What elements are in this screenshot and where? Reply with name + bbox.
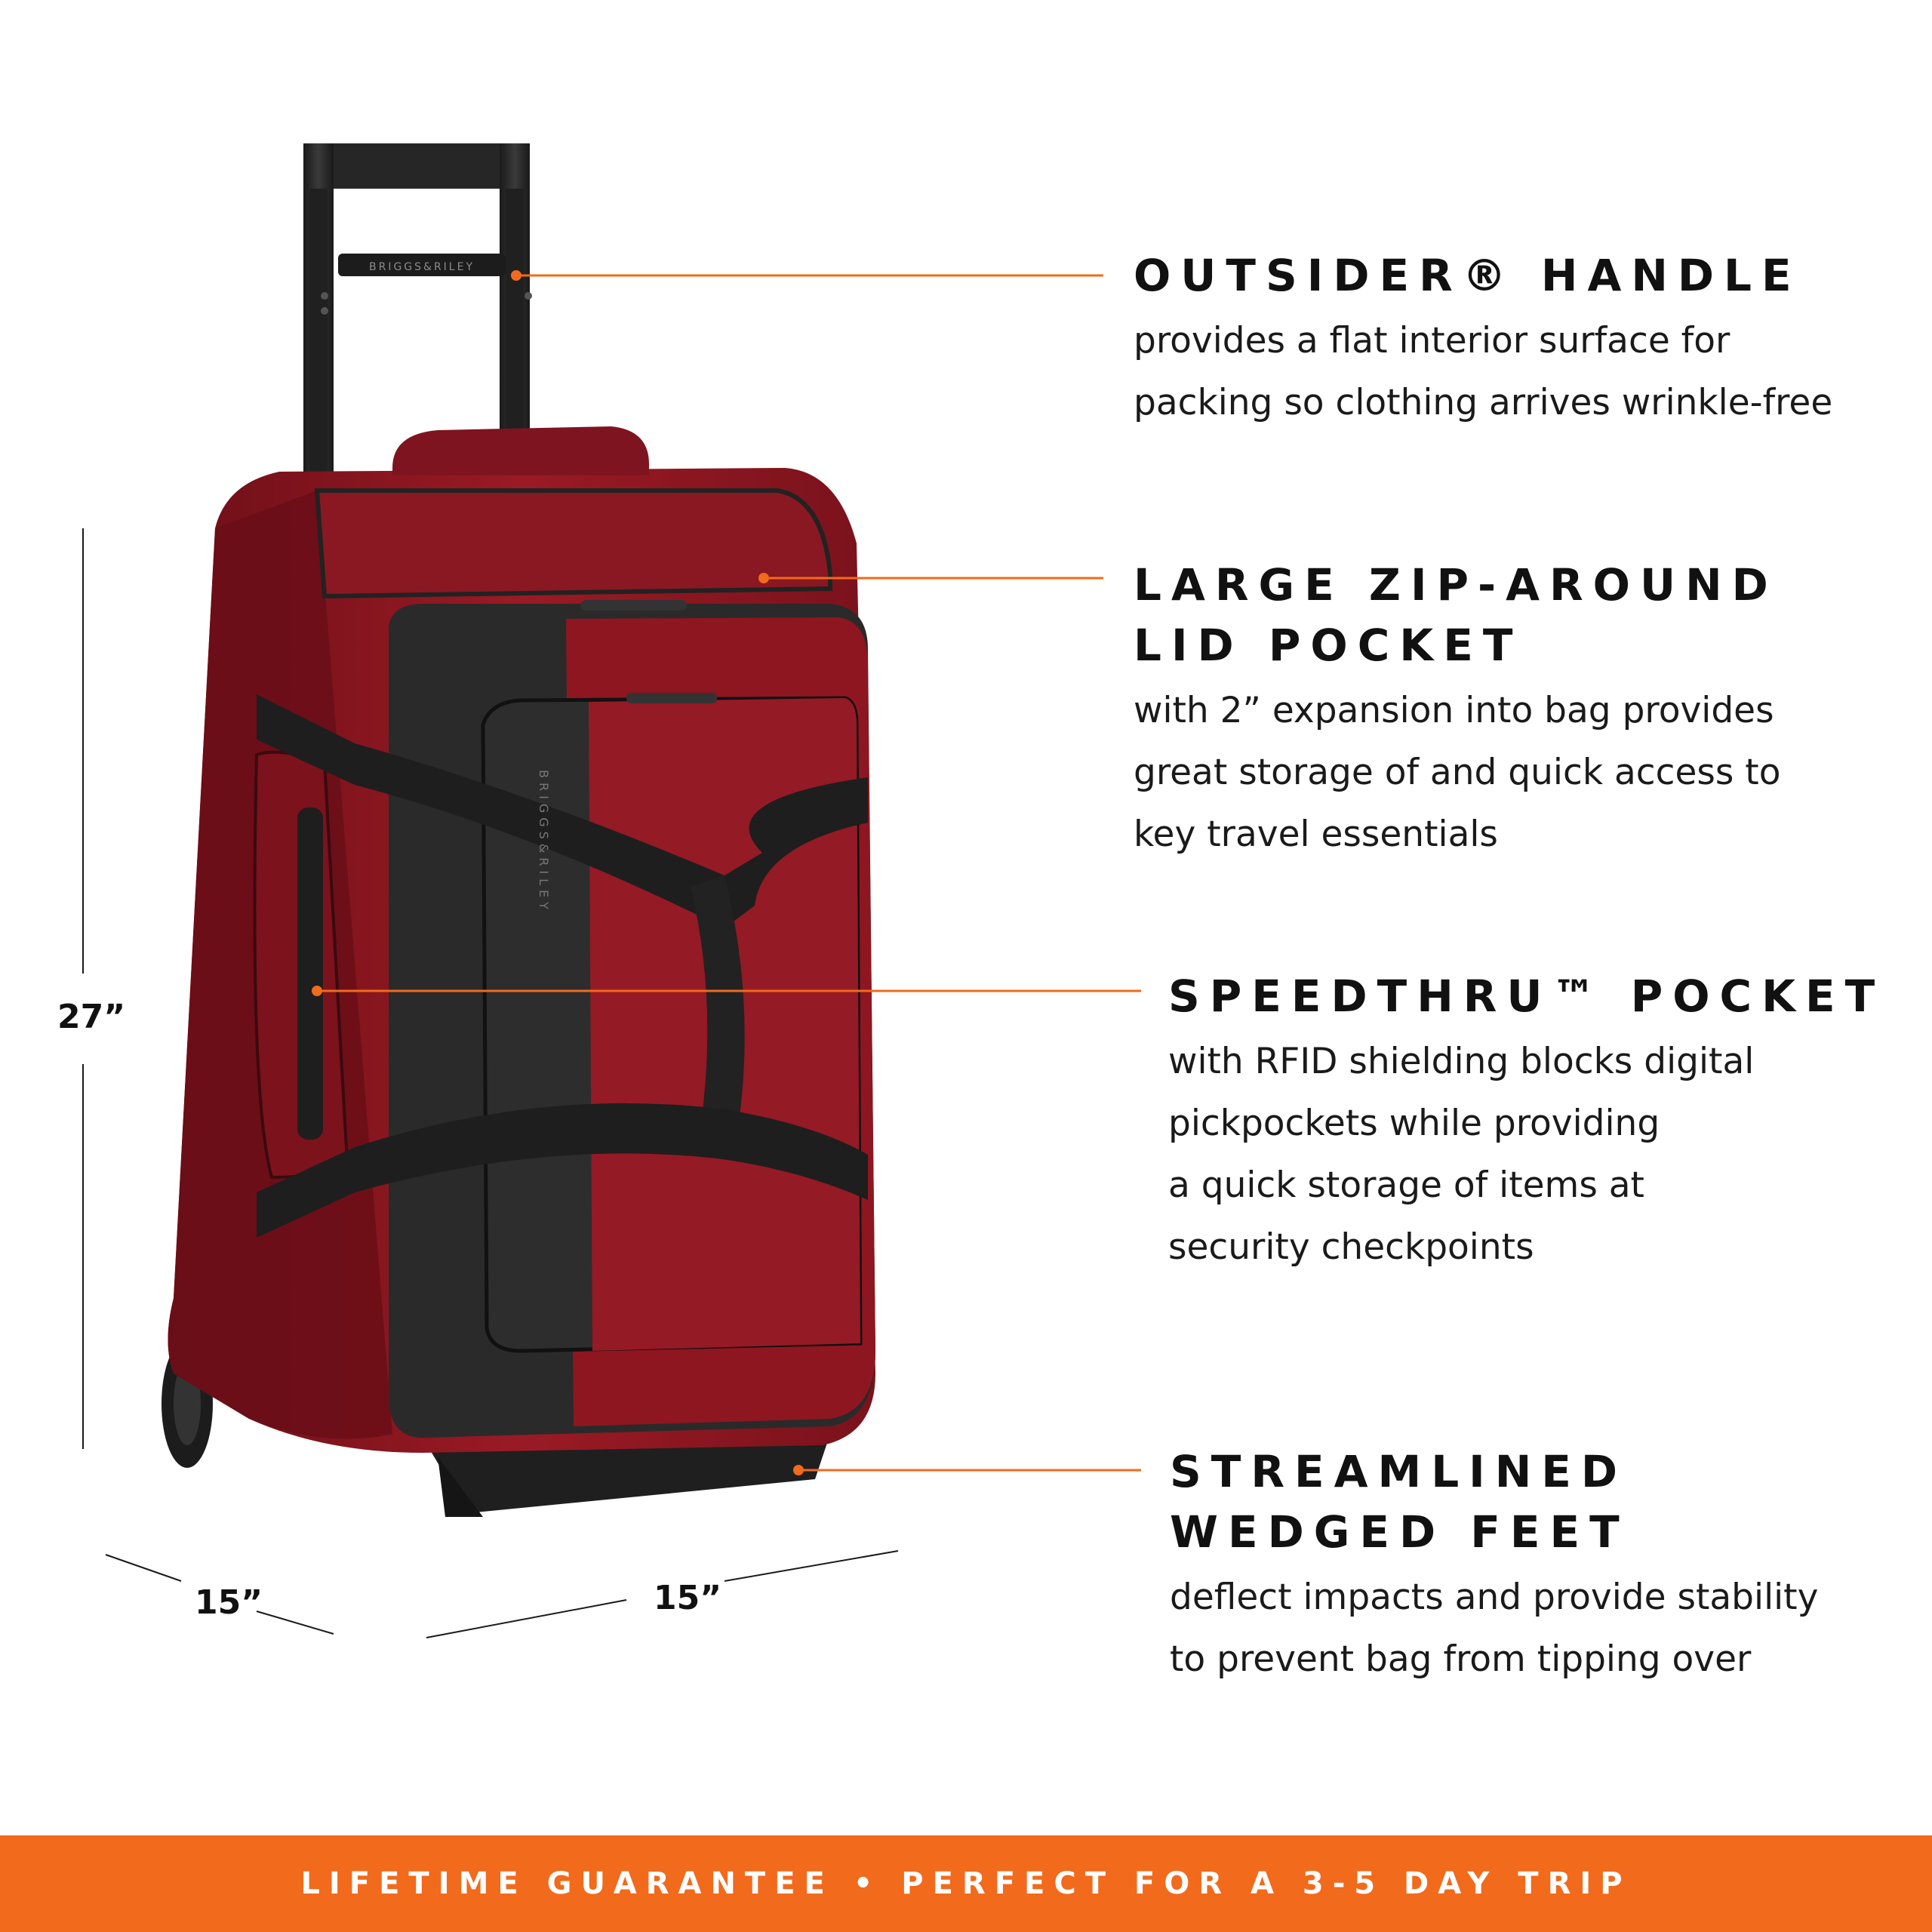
height-dimension-label: 27” (57, 998, 126, 1036)
feature-description: provides a flat interior surface for pac… (1134, 320, 1833, 423)
feature-title: SPEEDTHRU™ POCKET (1168, 971, 1885, 1022)
feature-description: with RFID shielding blocks digital pickp… (1168, 1041, 1755, 1268)
feature-speedthru-pocket: SPEEDTHRU™ POCKET with RFID shielding bl… (1168, 966, 1884, 1278)
feature-description: with 2” expansion into bag provides grea… (1134, 690, 1781, 855)
feature-wedged-feet: STREAMLINED WEDGED FEET deflect impacts … (1170, 1441, 1818, 1690)
depth-line-left (105, 1554, 182, 1582)
callout-dot-lid (758, 573, 769, 583)
feature-title: OUTSIDER® HANDLE (1134, 250, 1801, 301)
callout-dots (312, 270, 804, 1475)
feature-title: LARGE ZIP-AROUND LID POCKET (1134, 559, 1778, 671)
width-dimension-label: 15” (654, 1579, 722, 1617)
handle-brand-text: BRIGGS&RILEY (369, 261, 475, 273)
feature-lid-pocket: LARGE ZIP-AROUND LID POCKET with 2” expa… (1134, 555, 1780, 866)
depth-dimension-label: 15” (195, 1583, 263, 1622)
callout-dot-feet (793, 1465, 804, 1475)
depth-line-right (256, 1611, 334, 1635)
width-line-right (724, 1550, 899, 1582)
dimension-lines (82, 528, 899, 1638)
feature-title: STREAMLINED WEDGED FEET (1170, 1446, 1629, 1558)
feature-description: deflect impacts and provide stability to… (1170, 1577, 1819, 1680)
guarantee-banner: LIFETIME GUARANTEE • PERFECT FOR A 3-5 D… (0, 1835, 1932, 1932)
callout-dot-handle (511, 270, 521, 281)
width-line-left (426, 1599, 627, 1638)
banner-text: LIFETIME GUARANTEE • PERFECT FOR A 3-5 D… (300, 1866, 1632, 1901)
telescoping-handle: BRIGGS&RILEY (303, 143, 532, 475)
feature-outsider-handle: OUTSIDER® HANDLE provides a flat interio… (1134, 245, 1832, 434)
callout-dot-speedthru (312, 986, 322, 996)
callout-lines (317, 274, 1141, 1472)
bag-body: BRIGGS&RILEY (168, 426, 875, 1453)
bag-brand-text: BRIGGS&RILEY (537, 770, 551, 914)
